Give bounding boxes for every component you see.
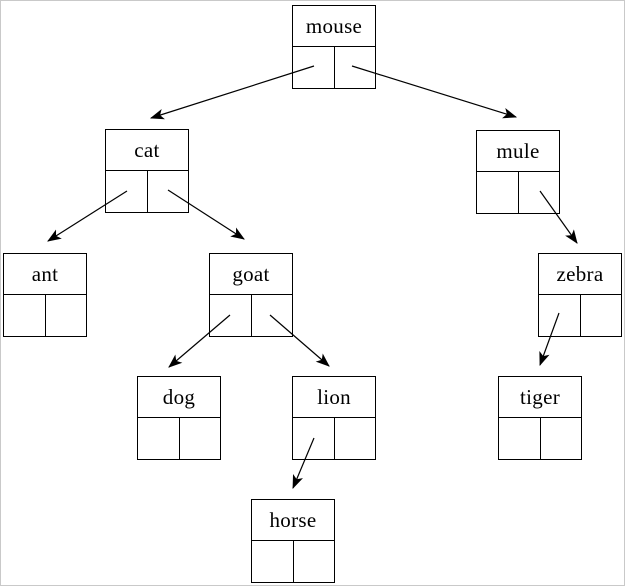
tree-node-mule: mule [476,130,560,214]
right-pointer-cell [46,295,87,336]
right-pointer-cell [541,418,582,459]
right-pointer-cell [148,171,189,212]
node-label: mouse [293,6,375,47]
node-pointer-cells [293,418,375,459]
left-pointer-cell [252,541,294,582]
node-pointer-cells [106,171,188,212]
tree-node-tiger: tiger [498,376,582,460]
right-pointer-cell [581,295,622,336]
right-pointer-cell [335,418,376,459]
node-label: goat [210,254,292,295]
left-pointer-cell [210,295,252,336]
left-pointer-cell [293,418,335,459]
right-pointer-cell [519,172,560,213]
node-label: cat [106,130,188,171]
node-label: zebra [539,254,621,295]
node-label: dog [138,377,220,418]
left-pointer-cell [293,47,335,88]
tree-node-zebra: zebra [538,253,622,337]
tree-node-dog: dog [137,376,221,460]
right-pointer-cell [335,47,376,88]
tree-node-lion: lion [292,376,376,460]
node-label: tiger [499,377,581,418]
edge-arrow-mouse-left-cat [149,65,315,120]
tree-node-goat: goat [209,253,293,337]
node-pointer-cells [477,172,559,213]
node-pointer-cells [210,295,292,336]
right-pointer-cell [294,541,335,582]
left-pointer-cell [138,418,180,459]
right-pointer-cell [180,418,221,459]
left-pointer-cell [4,295,46,336]
node-label: horse [252,500,334,541]
left-pointer-cell [499,418,541,459]
tree-node-mouse: mouse [292,5,376,89]
node-pointer-cells [252,541,334,582]
node-label: mule [477,131,559,172]
tree-node-cat: cat [105,129,189,213]
right-pointer-cell [252,295,293,336]
node-pointer-cells [539,295,621,336]
tree-node-horse: horse [251,499,335,583]
node-pointer-cells [499,418,581,459]
tree-node-ant: ant [3,253,87,337]
edge-arrow-mouse-right-mule [351,65,518,119]
node-pointer-cells [293,47,375,88]
left-pointer-cell [477,172,519,213]
node-pointer-cells [4,295,86,336]
node-pointer-cells [138,418,220,459]
node-label: ant [4,254,86,295]
left-pointer-cell [106,171,148,212]
left-pointer-cell [539,295,581,336]
node-label: lion [293,377,375,418]
